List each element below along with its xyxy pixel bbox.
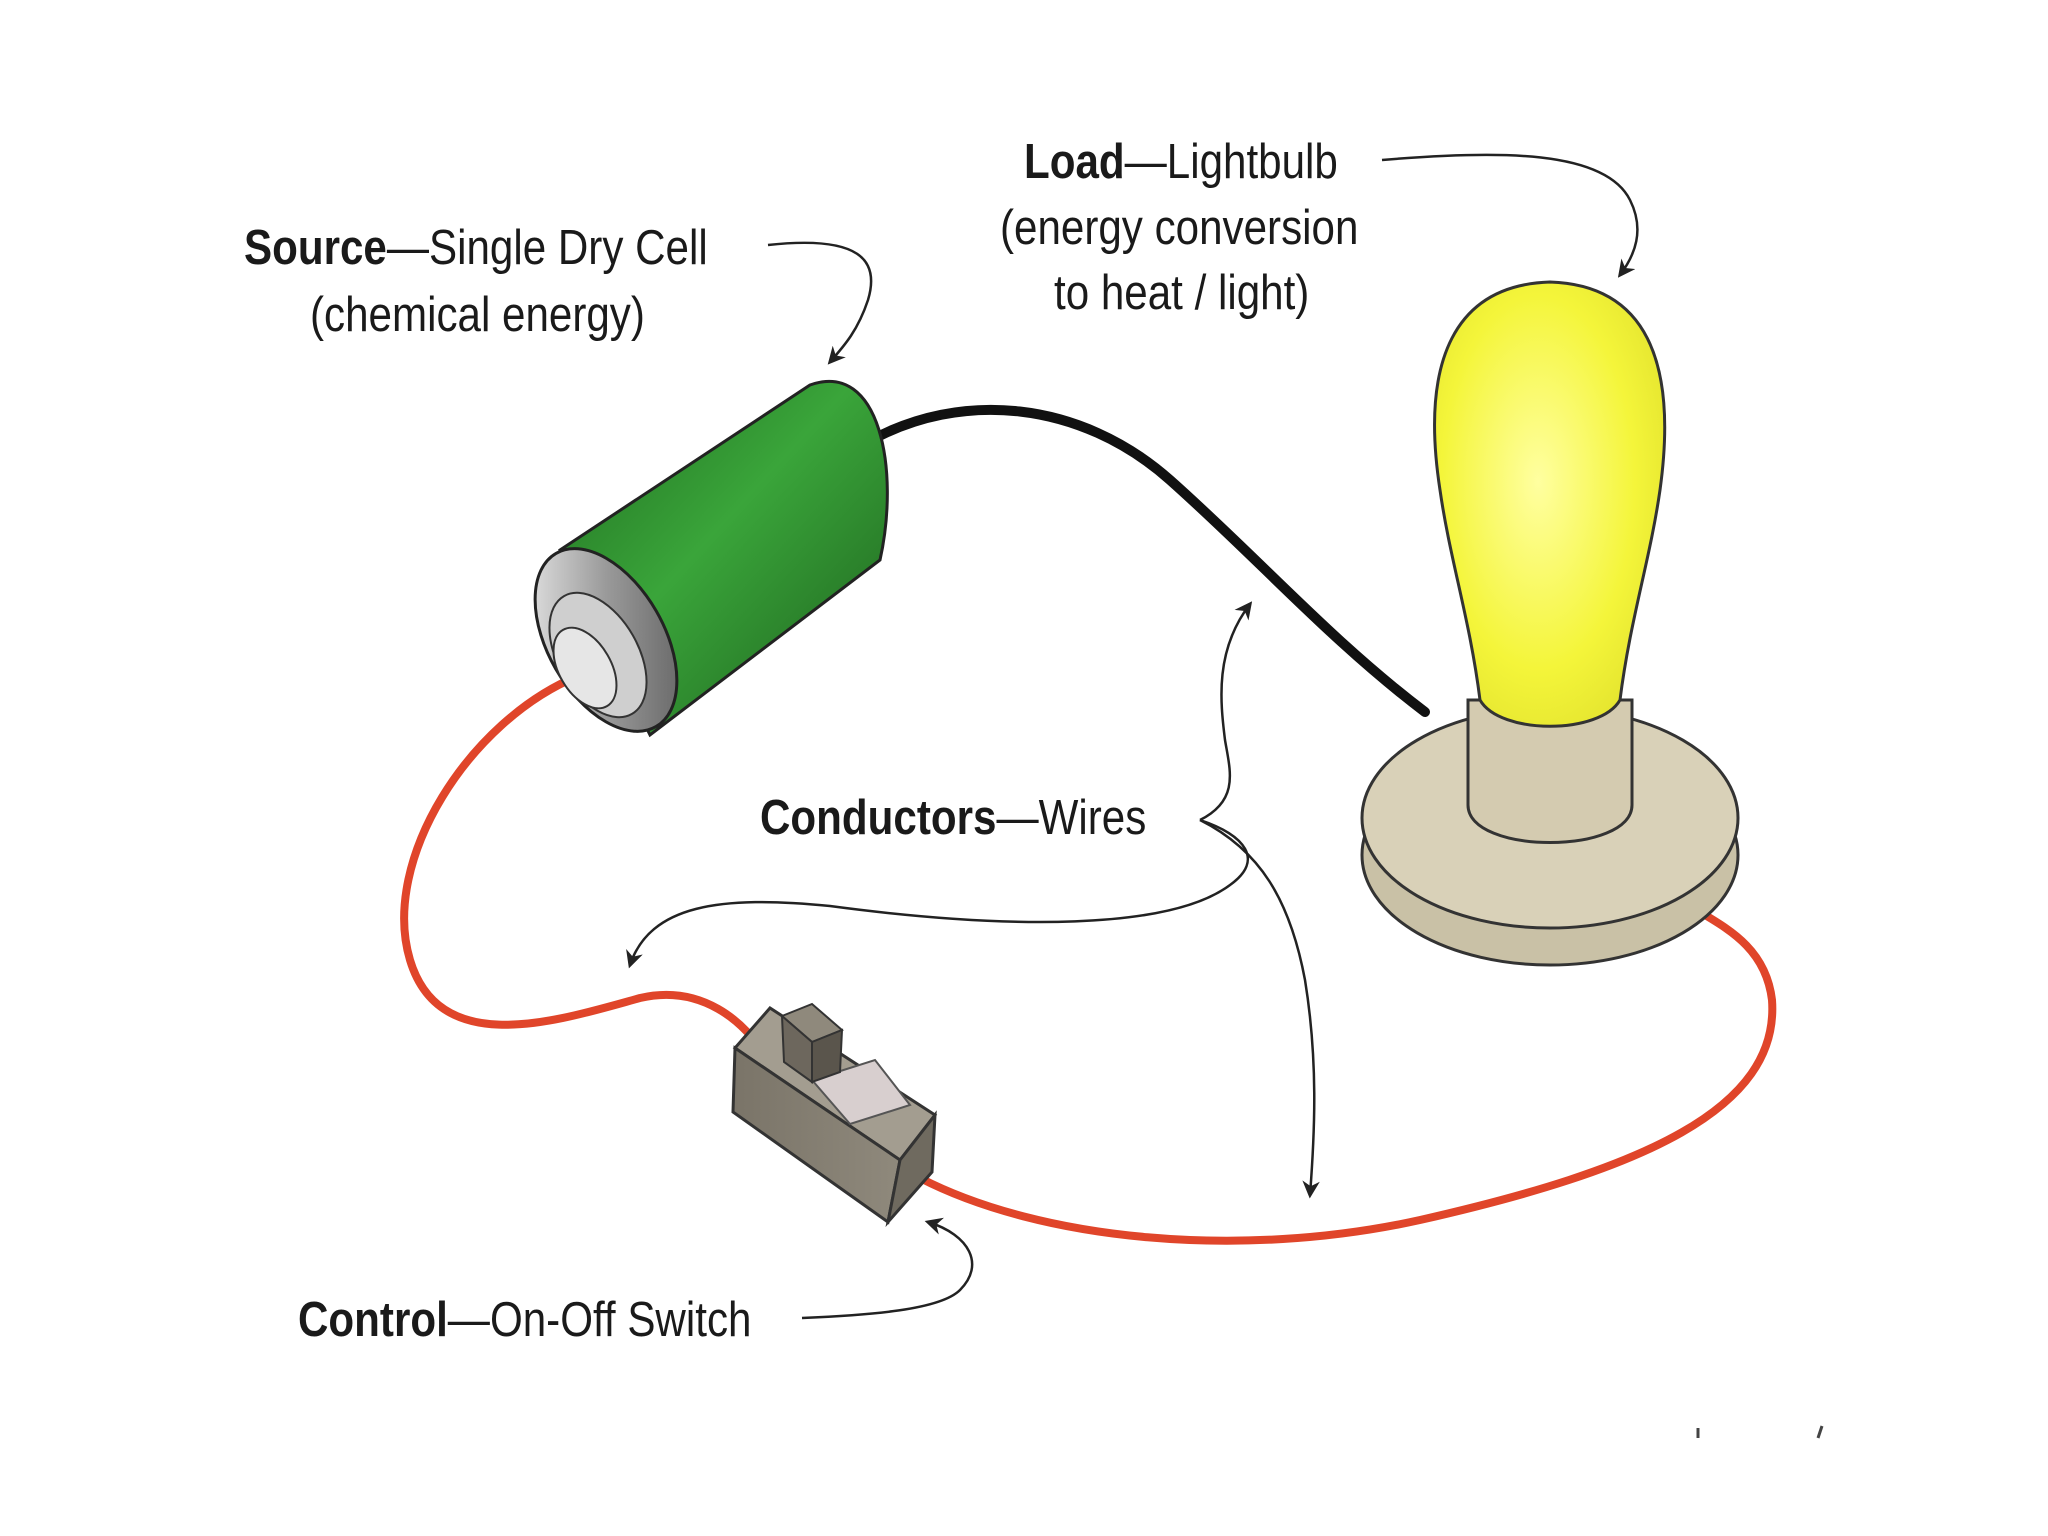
stray-marks bbox=[1696, 1425, 1824, 1439]
load-label-line1: Load—Lightbulb bbox=[1024, 129, 1338, 195]
source-detail: (chemical energy) bbox=[310, 288, 645, 342]
source-separator: — bbox=[386, 221, 430, 275]
switch-slot bbox=[810, 1058, 912, 1126]
control-label: Control—On-Off Switch bbox=[298, 1287, 751, 1353]
load-detail-label-2: to heat / light) bbox=[1054, 260, 1309, 326]
source-label-line1: Source—Single Dry Cell bbox=[244, 215, 708, 281]
bulb-glass bbox=[1433, 280, 1667, 728]
source-desc: Single Dry Cell bbox=[429, 221, 708, 275]
load-arrow bbox=[1381, 153, 1639, 278]
control-arrow bbox=[801, 1217, 974, 1320]
switch-toggle-side bbox=[811, 1028, 844, 1084]
switch-side bbox=[885, 1110, 937, 1228]
wires bbox=[400, 404, 1777, 1245]
red-wire-switch-to-bulb bbox=[916, 908, 1777, 1245]
load-separator: — bbox=[1124, 135, 1167, 189]
red-wire-battery-to-switch bbox=[400, 672, 772, 1064]
load-desc: Lightbulb bbox=[1166, 135, 1338, 189]
control-label-line: Control—On-Off Switch bbox=[298, 1287, 751, 1353]
conductors-arrow-up bbox=[1199, 601, 1253, 822]
conductors-separator: — bbox=[996, 791, 1039, 845]
load-detail-line2: to heat / light) bbox=[1054, 266, 1310, 320]
conductors-arrow-switch bbox=[626, 818, 1250, 969]
load-label: Load—Lightbulb bbox=[1024, 129, 1338, 195]
control-desc: On-Off Switch bbox=[489, 1293, 752, 1347]
conductors-label-line: Conductors—Wires bbox=[760, 785, 1146, 851]
source-arrow bbox=[767, 241, 873, 365]
source-detail-label: (chemical energy) bbox=[310, 282, 645, 348]
callout-arrows bbox=[626, 153, 1639, 1320]
black-wire bbox=[863, 404, 1430, 717]
conductors-desc: Wires bbox=[1038, 791, 1147, 845]
conductors-label: Conductors—Wires bbox=[760, 785, 1146, 851]
conductors-term: Conductors bbox=[760, 791, 997, 845]
battery-terminal bbox=[552, 626, 618, 710]
stray-mark-2 bbox=[1816, 1425, 1824, 1439]
dry-cell-icon bbox=[533, 380, 889, 738]
source-term: Source bbox=[244, 221, 387, 275]
source-label: Source—Single Dry Cell bbox=[244, 215, 708, 281]
control-term: Control bbox=[298, 1293, 448, 1347]
lightbulb-icon bbox=[1360, 280, 1740, 967]
control-separator: — bbox=[447, 1293, 490, 1347]
load-detail-label-1: (energy conversion bbox=[1000, 195, 1358, 261]
bulb-socket bbox=[1466, 698, 1634, 844]
switch-icon bbox=[731, 1002, 938, 1228]
load-term: Load bbox=[1024, 135, 1125, 189]
load-detail-line1: (energy conversion bbox=[1000, 201, 1359, 255]
conductors-arrow-down bbox=[1199, 818, 1320, 1199]
